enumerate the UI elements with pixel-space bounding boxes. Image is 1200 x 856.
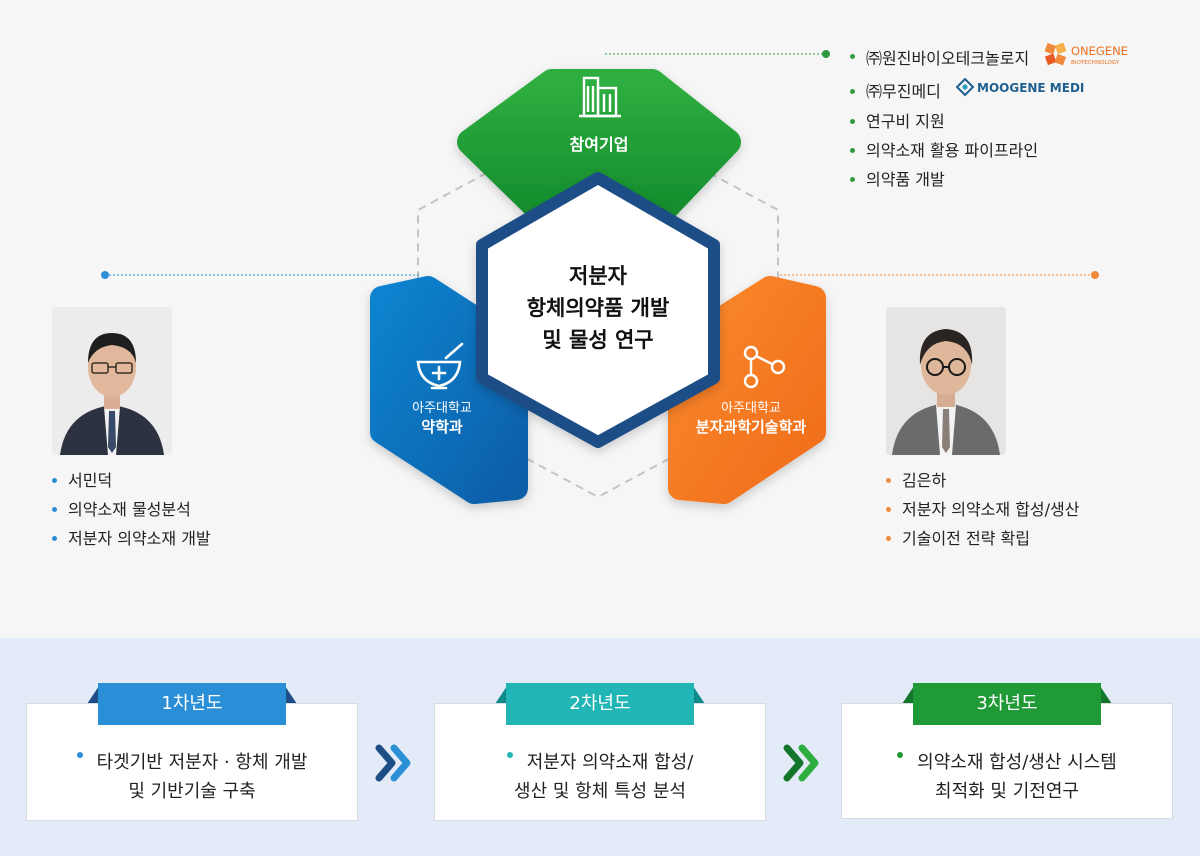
left-person-list: 서민덕 의약소재 물성분석 저분자 의약소재 개발 <box>50 466 211 553</box>
chevron-arrow-icon <box>375 744 411 782</box>
year3-line2: 최적화 및 기전연구 <box>935 781 1079 802</box>
moogene-logo: MOOGENE MEDI <box>955 77 1090 107</box>
molecule-icon <box>743 345 786 389</box>
connector-dot-right <box>1091 271 1099 279</box>
left-person-role: 저분자 의약소재 개발 <box>50 524 211 553</box>
connector-dot-company <box>822 50 830 58</box>
right-person-role: 기술이전 전략 확립 <box>884 524 1079 553</box>
onegene-logo-subtext: BIOTECHNOLOGY <box>1071 60 1120 66</box>
year2-line2: 생산 및 항체 특성 분석 <box>514 781 686 802</box>
company-list-item: 의약소재 활용 파이프라인 <box>848 136 1140 165</box>
bullet-dot <box>897 752 904 758</box>
year1-line2: 및 기반기술 구축 <box>128 781 256 802</box>
center-hex <box>476 172 720 448</box>
year3-line1: 의약소재 합성/생산 시스템 <box>842 748 1172 777</box>
bullet-dot <box>506 752 513 758</box>
company-item-onegene: ㈜원진바이오테크놀로지 ONEGENE BIOTECHNOLOGY <box>848 42 1140 77</box>
building-icon <box>579 76 621 118</box>
year2-tab: 2차년도 <box>506 683 694 725</box>
right-person-photo <box>886 307 1006 455</box>
mortar-pestle-icon <box>416 342 464 390</box>
company-name: ㈜원진바이오테크놀로지 <box>866 49 1030 68</box>
moogene-logo-text: MOOGENE MEDI <box>977 81 1084 95</box>
year1-line1: 타겟기반 저분자 · 항체 개발 <box>27 748 357 777</box>
pharmacy-hex-line2: 약학과 <box>421 418 463 436</box>
right-person-list: 김은하 저분자 의약소재 합성/생산 기술이전 전략 확립 <box>884 466 1079 553</box>
bullet-dot <box>76 752 83 758</box>
company-name: ㈜무진메디 <box>866 82 941 101</box>
company-list-item: 연구비 지원 <box>848 107 1140 136</box>
year2-line1: 저분자 의약소재 합성/ <box>435 748 765 777</box>
onegene-logo-icon <box>1044 42 1067 66</box>
hexagon-diagram: 참여기업 아주대학교 약학과 아주대학교 분자과학기술학과 저분자 항체의약품 … <box>101 50 1099 504</box>
company-list-item: 의약품 개발 <box>848 165 1140 194</box>
year2-card: 저분자 의약소재 합성/ 생산 및 항체 특성 분석 <box>434 703 766 821</box>
company-list: ㈜원진바이오테크놀로지 ONEGENE BIOTECHNOLOGY ㈜무진메디 <box>848 42 1140 194</box>
year1-tab: 1차년도 <box>98 683 286 725</box>
center-title-line3: 및 물성 연구 <box>542 328 653 352</box>
molecular-hex-line2: 분자과학기술학과 <box>696 418 807 436</box>
onegene-logo: ONEGENE BIOTECHNOLOGY <box>1044 42 1140 77</box>
chevron-arrow-icon <box>783 744 819 782</box>
connector-dot-left <box>101 271 109 279</box>
left-person-photo <box>52 307 172 455</box>
molecular-hex-line1: 아주대학교 <box>721 401 781 416</box>
year3-tab: 3차년도 <box>913 683 1101 725</box>
right-person-name: 김은하 <box>884 466 1079 495</box>
left-person-name: 서민덕 <box>50 466 211 495</box>
companies-hex-label: 참여기업 <box>570 135 629 154</box>
moogene-logo-icon <box>955 77 975 97</box>
company-item-moogene: ㈜무진메디 MOOGENE MEDI <box>848 77 1140 107</box>
center-title-line2: 항체의약품 개발 <box>527 296 670 320</box>
center-title-line1: 저분자 <box>569 264 628 288</box>
onegene-logo-text: ONEGENE <box>1071 44 1128 58</box>
right-person-role: 저분자 의약소재 합성/생산 <box>884 495 1079 524</box>
pharmacy-hex-line1: 아주대학교 <box>412 401 472 416</box>
left-person-role: 의약소재 물성분석 <box>50 495 211 524</box>
